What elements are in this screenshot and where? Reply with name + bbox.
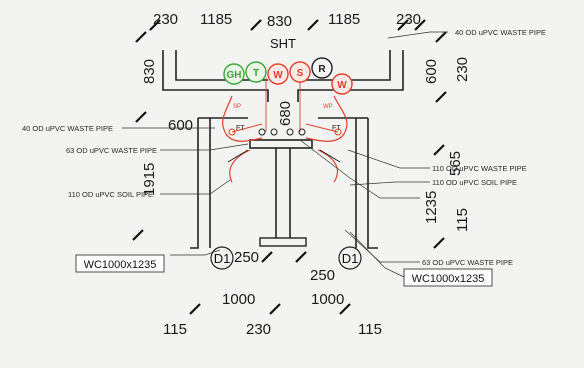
wc-right-box <box>403 268 493 287</box>
note-left-soil-110: 110 OD uPVC SOIL PIPE <box>68 190 153 199</box>
dim-bottom-1000-right: 1000 <box>311 291 344 308</box>
dim-bottom-115-right: 115 <box>358 321 382 338</box>
note-right-soil-110: 110 OD uPVC SOIL PIPE <box>432 178 517 187</box>
wall-right-cubicle <box>367 118 378 249</box>
dim-top-left-1185: 1185 <box>200 11 232 28</box>
fixture-balloons: GH T W S R W <box>223 57 353 95</box>
pipe-tags: SP WP FT FT <box>233 104 341 132</box>
balloon-t <box>245 61 267 83</box>
leader-lines <box>122 31 448 278</box>
balloon-w-label: W <box>273 70 283 81</box>
balloon-r <box>311 57 333 79</box>
balloon-w <box>267 63 289 85</box>
note-right-waste-63: 63 OD uPVC WASTE PIPE <box>422 258 513 267</box>
wall-left-cubicle <box>190 118 199 249</box>
dim-right-600: 600 <box>423 59 440 84</box>
dim-bottom-1000-left: 1000 <box>222 291 255 308</box>
dim-bottom-250-left: 250 <box>234 249 259 266</box>
wc-left-box <box>75 254 165 273</box>
piping <box>222 78 348 183</box>
balloon-s <box>289 61 311 83</box>
dim-bottom-230: 230 <box>246 321 271 338</box>
note-left-waste-63: 63 OD uPVC WASTE PIPE <box>66 146 157 155</box>
balloon-w2 <box>331 73 353 95</box>
doors: D1 D1 <box>210 246 362 270</box>
dim-left-830: 830 <box>141 59 158 84</box>
wall-top-right-inner <box>298 50 391 81</box>
pipe-notes: 40 OD uPVC WASTE PIPE 40 OD uPVC WASTE P… <box>22 28 546 267</box>
door-left-symbol <box>210 246 234 270</box>
dim-bottom-115-left: 115 <box>163 321 187 338</box>
door-left-label: D1 <box>214 251 231 266</box>
door-right-symbol <box>338 246 362 270</box>
partition-foot <box>259 237 307 247</box>
dimension-ticks <box>132 19 447 315</box>
dim-center-680: 680 <box>277 101 294 126</box>
wall-top-left <box>162 50 269 102</box>
note-top-right-waste: 40 OD uPVC WASTE PIPE <box>455 28 546 37</box>
dimension-labels: 230 1185 830 1185 230 830 600 1915 680 6… <box>141 11 471 338</box>
note-right-waste-110: 110 OD uPVC WASTE PIPE <box>432 164 527 173</box>
walls <box>162 50 404 249</box>
dim-right-1235: 1235 <box>423 191 440 224</box>
tag-ft-right: FT <box>332 125 341 132</box>
dim-top-left-230: 230 <box>153 11 178 28</box>
tag-sp: SP <box>233 104 241 110</box>
note-left-waste-40: 40 OD uPVC WASTE PIPE <box>22 124 113 133</box>
tag-ft-left: FT <box>236 125 245 132</box>
balloon-gh <box>223 63 245 85</box>
wall-top-right <box>297 50 404 102</box>
dim-right-230: 230 <box>454 57 471 82</box>
shaft-label: SHT <box>270 36 296 51</box>
dim-top-right-1185: 1185 <box>328 11 360 28</box>
dim-right-565: 565 <box>447 151 464 176</box>
dim-left-1915: 1915 <box>141 163 158 196</box>
tag-wp: WP <box>323 104 333 110</box>
dim-bottom-250-right: 250 <box>310 267 335 284</box>
shaft-slab <box>249 139 313 149</box>
dim-right-115: 115 <box>454 208 471 232</box>
dim-left-600: 600 <box>168 117 193 134</box>
dim-top-center-830: 830 <box>267 13 292 30</box>
wc-left-label: WC1000x1235 <box>84 259 157 271</box>
room-tags: WC1000x1235 WC1000x1235 <box>75 254 493 287</box>
dim-top-right-230: 230 <box>396 11 421 28</box>
door-right-label: D1 <box>342 251 359 266</box>
balloon-r-label: R <box>318 64 326 75</box>
wc-right-label: WC1000x1235 <box>412 273 485 285</box>
balloon-t-label: T <box>253 68 259 79</box>
balloon-gh-label: GH <box>227 70 242 81</box>
balloon-w2-label: W <box>337 80 347 91</box>
balloon-s-label: S <box>297 68 304 79</box>
